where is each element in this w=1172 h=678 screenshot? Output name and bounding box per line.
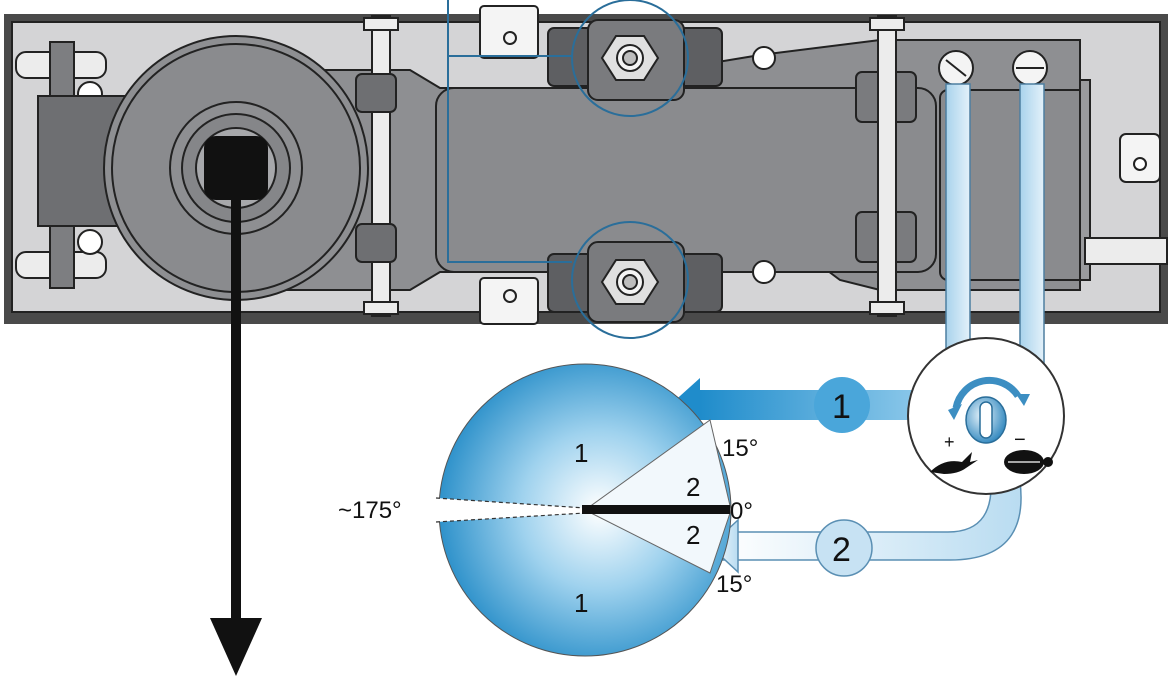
tortoise-icon	[1004, 450, 1053, 474]
angle-15-lower-label: 15°	[716, 571, 752, 598]
valve-screws	[938, 50, 1048, 86]
hydraulic-tubes	[945, 83, 1045, 391]
zone-1-lower-label: 1	[574, 588, 588, 618]
plus-sign: +	[944, 432, 955, 452]
angle-15-upper-label: 15°	[722, 435, 758, 462]
zero-degree-line	[582, 505, 730, 514]
minus-sign: −	[1014, 429, 1026, 451]
zone-1-upper-label: 1	[574, 438, 588, 468]
door-swing-arrow	[210, 196, 262, 676]
angle-175-label: ~175°	[338, 497, 402, 524]
adjust-screw-icon	[965, 396, 1007, 444]
zone-2-lower-label: 2	[686, 520, 700, 550]
zone-2-upper-label: 2	[686, 472, 700, 502]
piston-nut-bottom	[547, 241, 723, 323]
hare-icon	[930, 452, 978, 474]
channel-2-label: 2	[832, 531, 851, 569]
spindle-square-icon	[204, 136, 268, 200]
channel-1-label: 1	[832, 388, 851, 426]
nut-callouts	[447, 0, 689, 339]
angle-0-label: 0°	[730, 498, 753, 525]
mechanism-body	[199, 39, 1168, 291]
vertical-bolts	[355, 15, 905, 317]
mounting-tabs	[479, 5, 539, 325]
